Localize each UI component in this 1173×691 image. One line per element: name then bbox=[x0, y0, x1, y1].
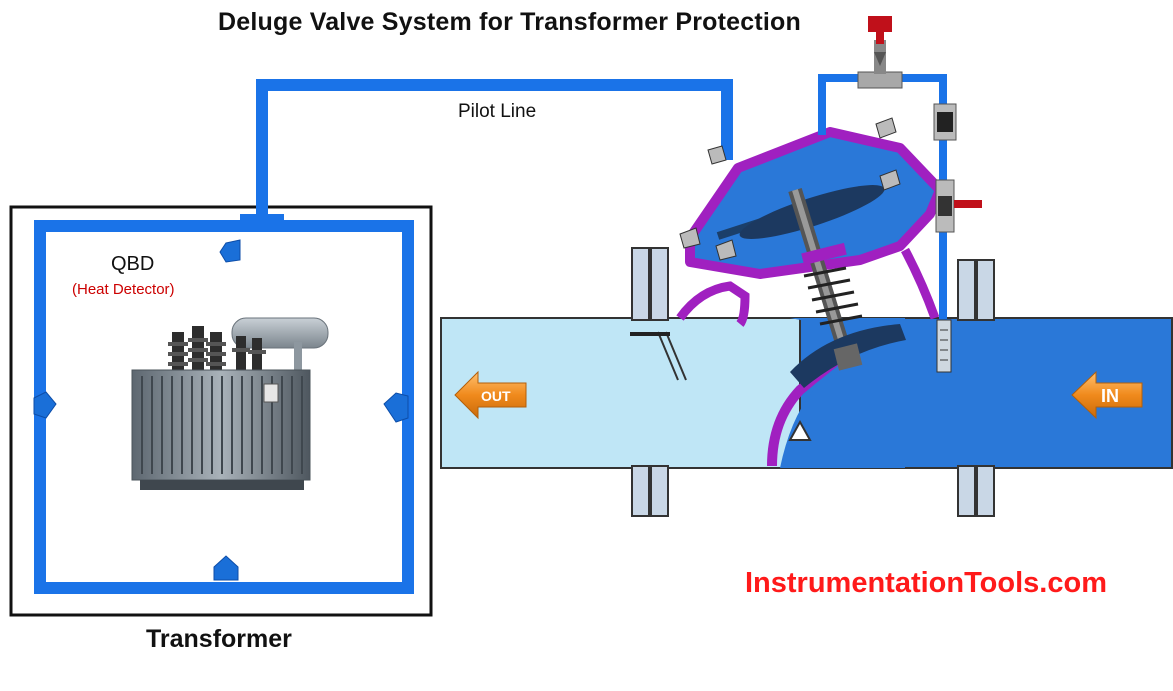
isolation-valve bbox=[935, 179, 982, 233]
deluge-valve bbox=[630, 117, 945, 468]
pilot-line bbox=[256, 79, 733, 222]
pilot-line-label: Pilot Line bbox=[458, 101, 537, 122]
transformer-icon bbox=[131, 317, 329, 490]
qbd-detector-left bbox=[33, 391, 57, 419]
out-arrow: OUT bbox=[454, 370, 527, 420]
transformer-label: Transformer bbox=[146, 625, 292, 653]
in-arrow-label: IN bbox=[1101, 386, 1119, 406]
qbd-detectors bbox=[33, 239, 409, 581]
out-arrow-label: OUT bbox=[481, 388, 511, 404]
qbd-detector-top bbox=[219, 239, 241, 263]
valve-handle-red bbox=[954, 200, 982, 208]
qbd-detector-right bbox=[383, 392, 409, 423]
detector-description: (Heat Detector) bbox=[72, 281, 175, 298]
inlet-strainer-tube bbox=[936, 319, 952, 373]
pilot-line-tee bbox=[240, 214, 284, 224]
handle-red bbox=[868, 16, 892, 32]
qbd-detector-bottom bbox=[213, 555, 239, 581]
manual-release-valve bbox=[857, 16, 903, 89]
in-arrow: IN bbox=[1071, 370, 1143, 420]
detector-name: QBD bbox=[111, 253, 155, 275]
diagram-title: Deluge Valve System for Transformer Prot… bbox=[218, 8, 802, 36]
watermark-text: InstrumentationTools.com bbox=[745, 567, 1107, 599]
strainer bbox=[933, 103, 957, 141]
